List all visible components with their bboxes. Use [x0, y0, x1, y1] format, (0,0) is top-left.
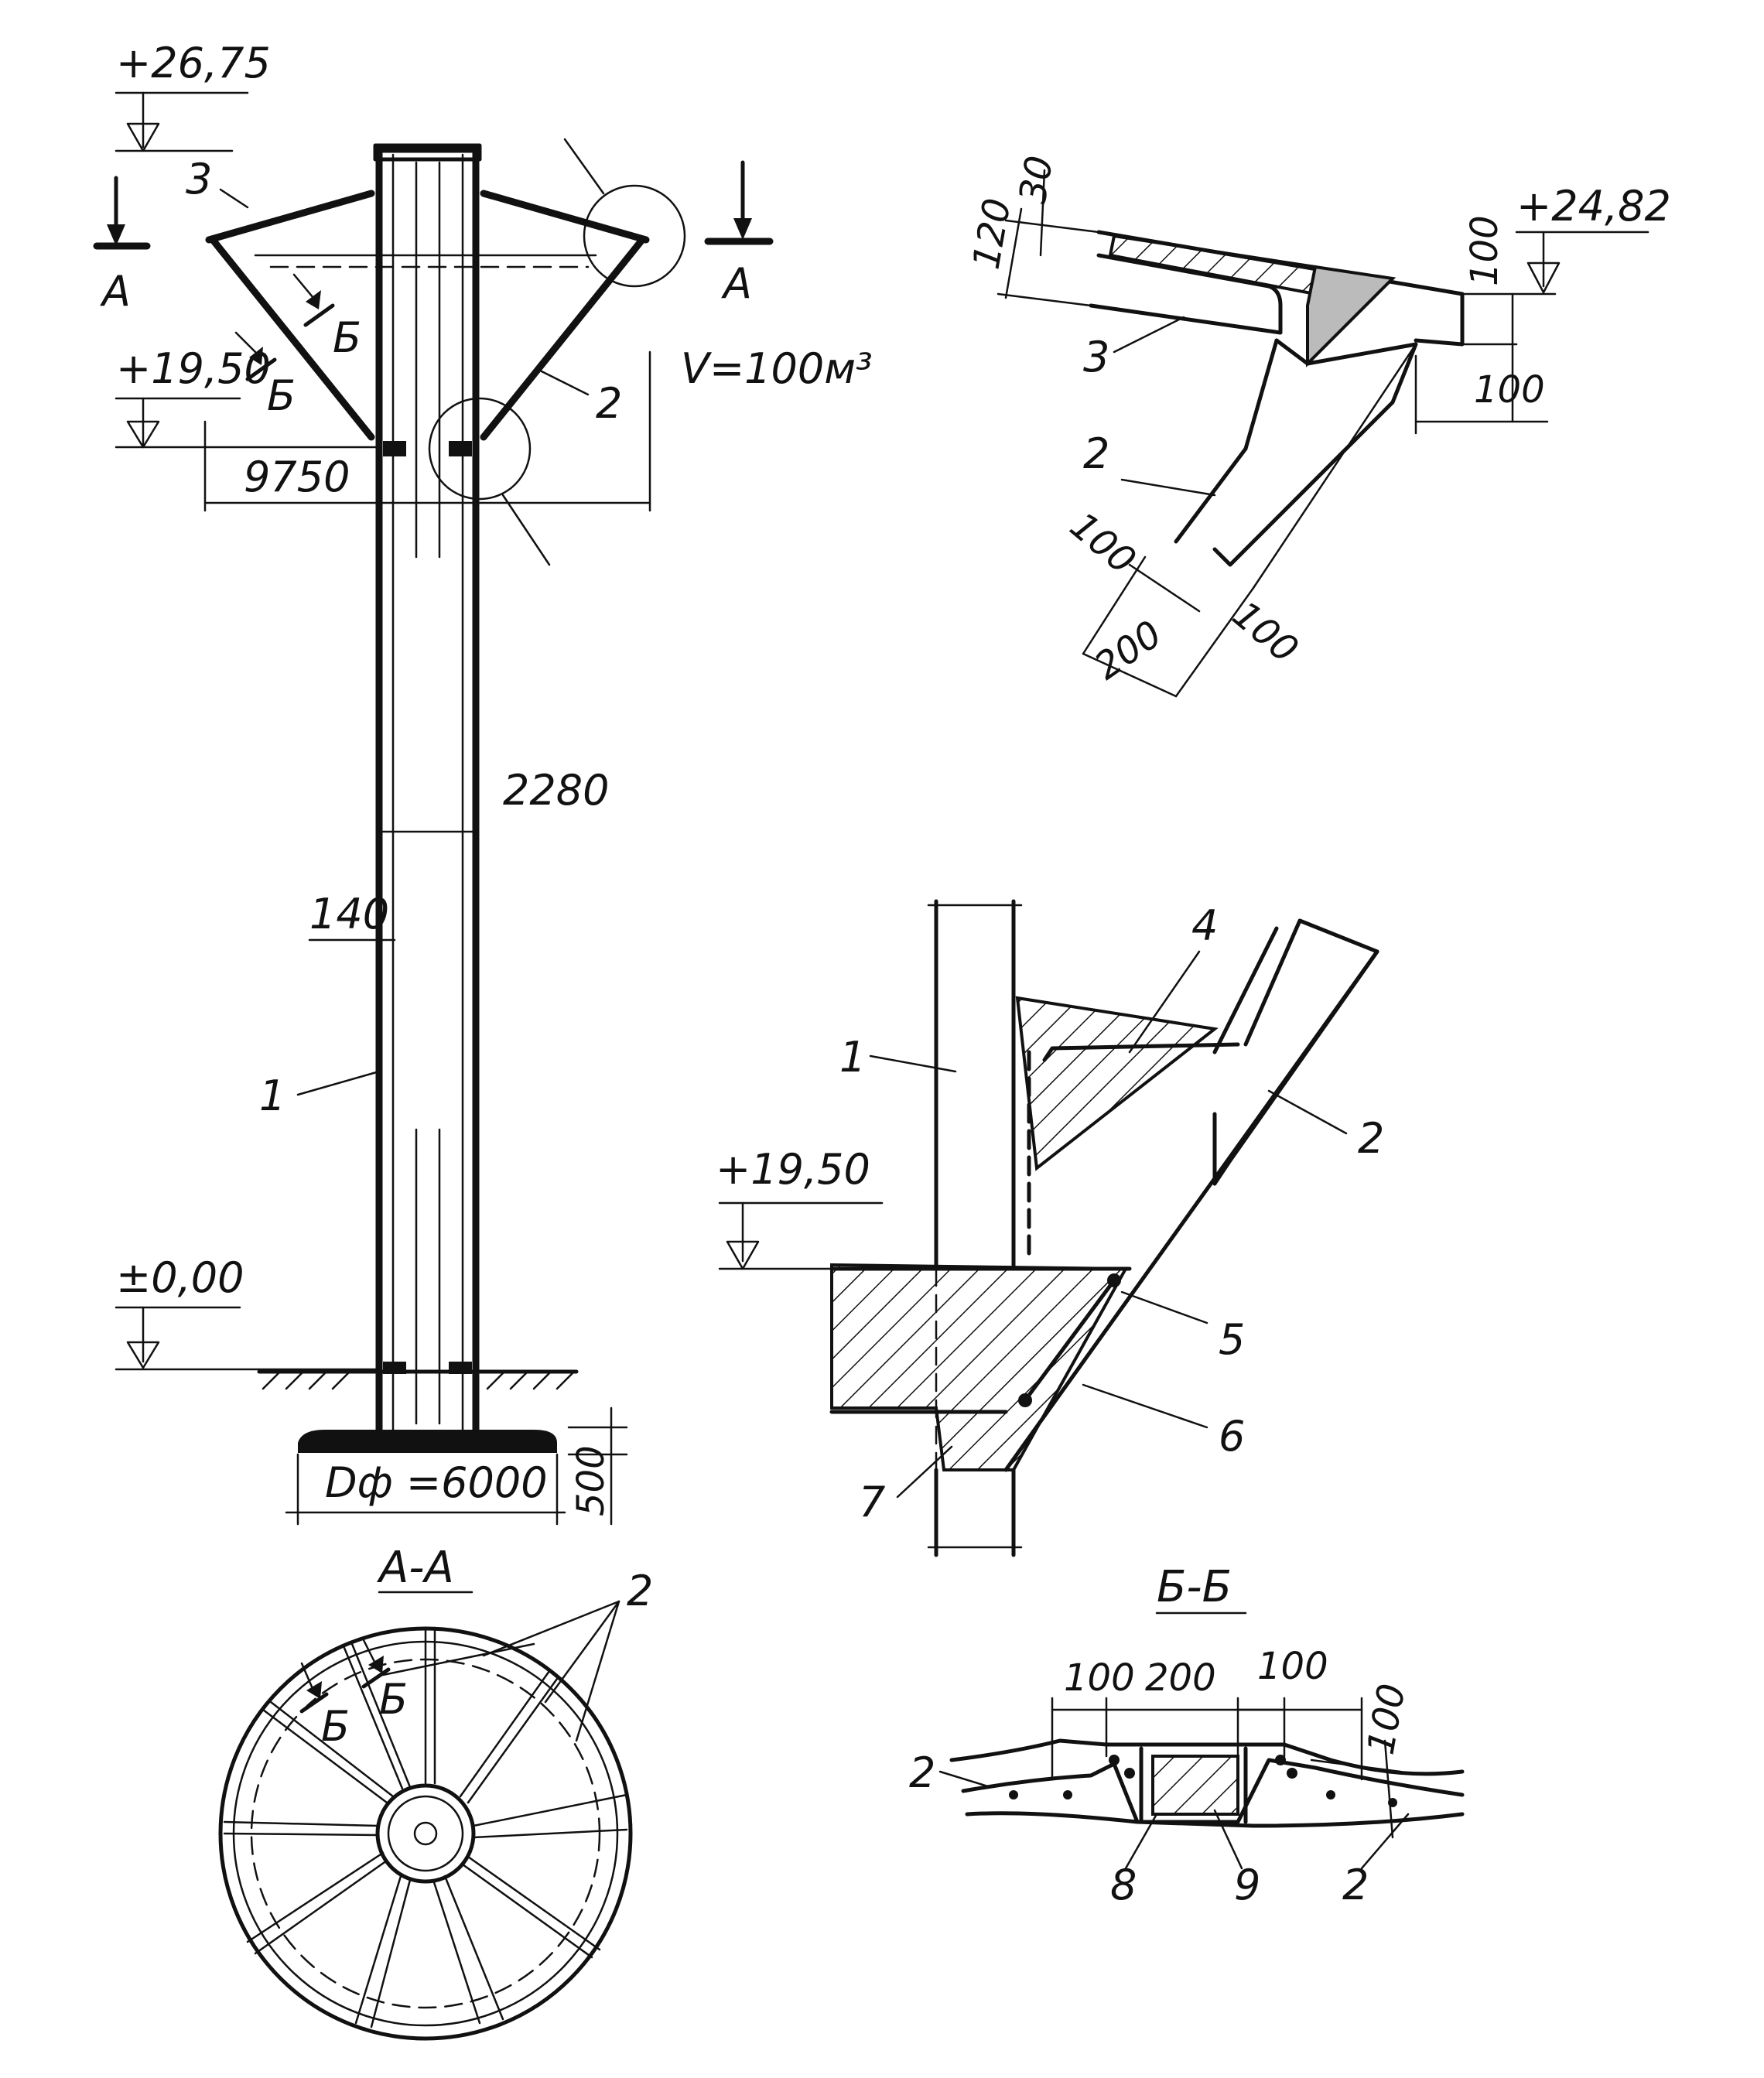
detail-dim-100-a: 100	[1463, 215, 1506, 286]
detail-callout-roof-3: 3	[1083, 333, 1109, 381]
detail-mid-callout-1: 1	[839, 1033, 866, 1082]
section-b-2-label: Б	[267, 371, 296, 420]
shaft-dim-label: 2280	[503, 766, 609, 815]
elevation-ground-label: ±0,00	[116, 1253, 244, 1302]
section-bb: Б-Б 100 200 100 100 2 8 9	[909, 1562, 1465, 1909]
detail-dim-30: 30	[1011, 152, 1062, 207]
wall-dim-label: 140	[309, 890, 389, 938]
section-a-marker-right: А	[704, 160, 774, 308]
volume-label: V=100м³	[681, 344, 873, 393]
callout-cone-2: 2	[596, 379, 622, 428]
detail-dim-100-c: 100	[1061, 504, 1144, 583]
detail-dim-100-d: 100	[1224, 593, 1306, 672]
rebar-dots	[1009, 1755, 1397, 1807]
callout-roof-3: 3	[186, 155, 212, 203]
detail-roof-joint: +24,82 120 30 100 100 3 2	[965, 152, 1671, 698]
ladder-bottom	[415, 1128, 441, 1425]
conical-tank	[205, 190, 650, 456]
detail-base-joint: +19,50 1 4 2 5 6 7	[716, 899, 1384, 1557]
callout-shaft-1: 1	[259, 1071, 285, 1120]
elevation-marker-top: +26,75	[115, 39, 271, 152]
detail-mid-callout-5: 5	[1219, 1315, 1245, 1364]
detail-mid-elevation: +19,50	[716, 1145, 870, 1194]
foundation-dim-label: Dф =6000	[325, 1458, 548, 1507]
elevation-marker-ground: ±0,00	[115, 1253, 579, 1390]
section-bb-title: Б-Б	[1157, 1562, 1232, 1612]
detail-mid-callout-4: 4	[1191, 901, 1218, 950]
section-bb-callout-8: 8	[1110, 1861, 1137, 1909]
detail-callout-circle-top	[583, 184, 686, 288]
section-b-marker-2: Б	[234, 331, 296, 420]
section-aa-b2-label: Б	[321, 1702, 350, 1751]
radial-ribs	[223, 1627, 628, 2028]
detail-callout-cone-2: 2	[1083, 429, 1109, 478]
elevation-marker-tank-bottom: +19,50	[115, 344, 381, 449]
section-aa-b-marker-1: Б	[361, 1639, 408, 1724]
detail-dim-100-b: 100	[1474, 368, 1545, 412]
width-dimension: 9750	[203, 350, 651, 512]
section-a-right-label: А	[721, 259, 752, 308]
foundation: Dф =6000 500	[285, 1406, 628, 1526]
foundation-height-label: 500	[569, 1445, 613, 1516]
section-aa-plan: А-А	[218, 1543, 653, 2041]
width-dim-label: 9750	[244, 453, 350, 501]
section-bb-callout-2-right: 2	[1342, 1861, 1369, 1909]
section-bb-dim-100-right: 100	[1257, 1645, 1328, 1688]
section-aa-title: А-А	[377, 1543, 454, 1593]
section-b-marker-1: Б	[292, 273, 361, 362]
detail-mid-callout-7: 7	[859, 1478, 885, 1526]
detail-dim-200: 200	[1087, 612, 1170, 688]
wall-dimension: 140	[308, 890, 396, 942]
section-aa-b-marker-2: Б	[299, 1662, 350, 1751]
shaft-dimension: 2280	[378, 766, 609, 833]
section-aa-callout-2: 2	[627, 1567, 653, 1615]
detail-mid-callout-6: 6	[1219, 1412, 1245, 1461]
detail-callout-circle-bottom	[428, 397, 532, 501]
section-b-1-label: Б	[333, 313, 361, 362]
elevation-top-label: +26,75	[116, 39, 271, 87]
detail-top-elevation: +24,82	[1516, 182, 1671, 231]
main-elevation-view: +26,75 А А	[93, 39, 873, 1526]
section-bb-dim-200: 200	[1145, 1656, 1216, 1700]
section-bb-dim-100-side: 100	[1359, 1680, 1414, 1758]
section-bb-dim-100-left: 100	[1064, 1656, 1135, 1700]
section-a-left-label: А	[100, 267, 131, 316]
section-aa-b1-label: Б	[379, 1675, 408, 1724]
section-bb-callout-9: 9	[1234, 1861, 1260, 1909]
section-bb-callout-2-left: 2	[909, 1748, 935, 1797]
shaft	[373, 143, 482, 1437]
section-a-marker-left: А	[93, 176, 151, 316]
elevation-tank-bottom-label: +19,50	[116, 344, 271, 393]
ladder-top	[415, 161, 441, 559]
detail-mid-callout-2: 2	[1358, 1114, 1384, 1163]
